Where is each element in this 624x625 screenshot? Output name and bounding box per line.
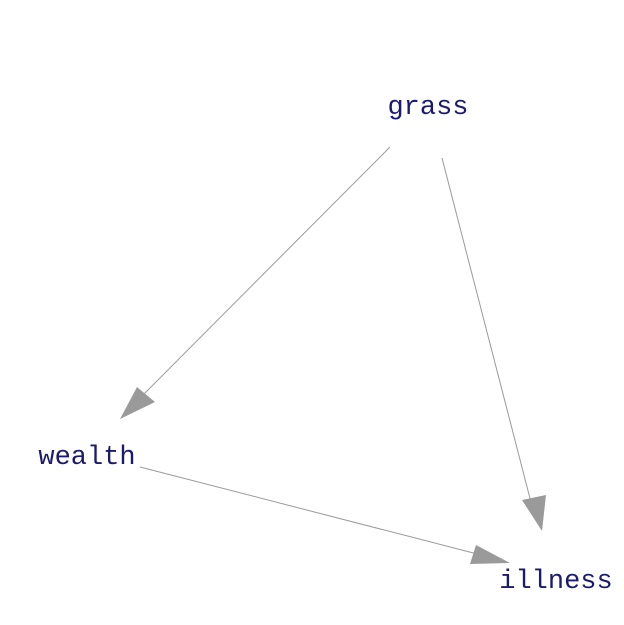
edge-grass-to-illness: [441, 157, 546, 531]
edge-line: [136, 146, 391, 402]
arrowhead-icon: [470, 545, 510, 564]
edge-grass-to-wealth: [120, 146, 391, 419]
edge-wealth-to-illness: [139, 466, 510, 564]
edge-line: [441, 157, 534, 511]
node-grass: grass: [387, 93, 468, 123]
node-illness: illness: [499, 567, 612, 597]
node-wealth: wealth: [38, 443, 135, 473]
arrowhead-icon: [120, 387, 155, 419]
arrowhead-icon: [522, 495, 546, 531]
edge-line: [139, 466, 486, 557]
